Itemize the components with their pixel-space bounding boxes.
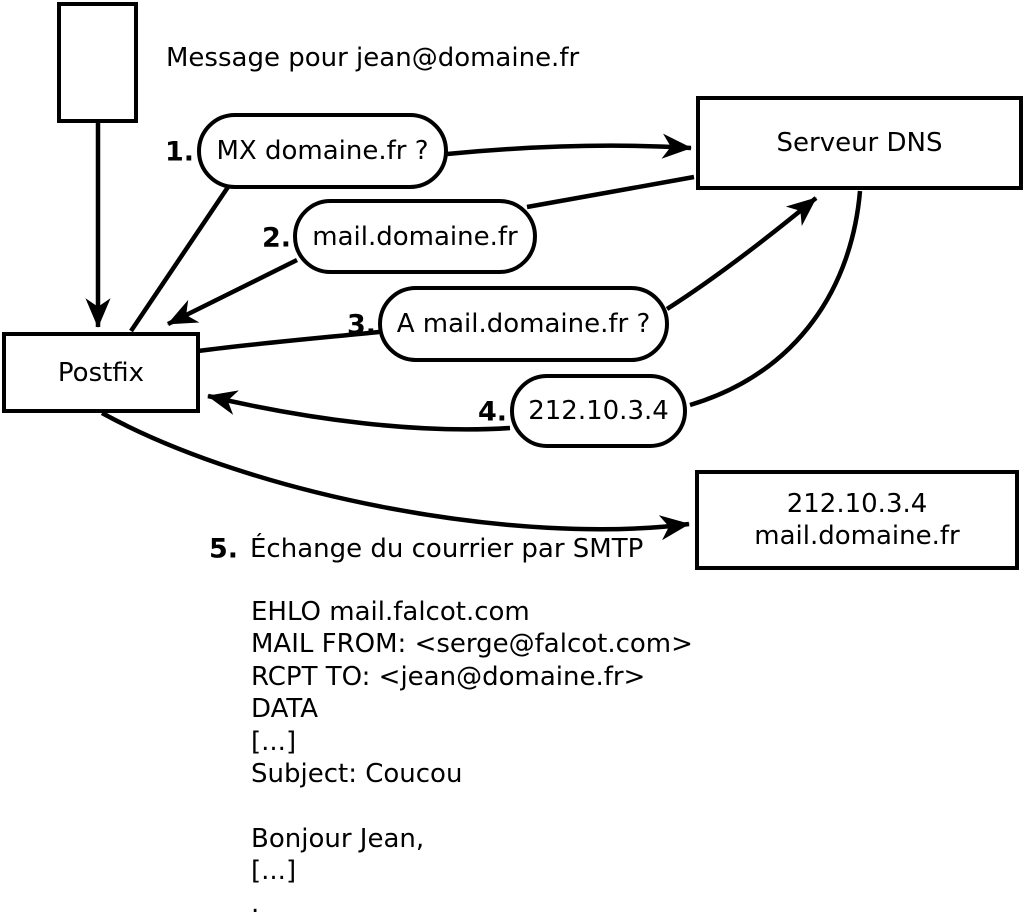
smtp-line-ehlo: EHLO mail.falcot.com	[251, 597, 530, 627]
pill-a-query-label: A mail.domaine.fr ?	[396, 309, 651, 339]
smtp-line-greeting: Bonjour Jean,	[251, 823, 425, 854]
line-dns-to-a-answer	[689, 190, 863, 408]
pill-a-answer-label: 212.10.3.4	[528, 396, 669, 426]
mail-server-hostname: mail.domaine.fr	[754, 521, 960, 551]
pill-mx-query: MX domaine.fr ?	[197, 113, 448, 189]
smtp-line-end-dot: .	[251, 888, 260, 919]
pill-a-answer: 212.10.3.4	[510, 374, 687, 448]
postfix-node: Postfix	[2, 332, 200, 413]
pill-a-query: A mail.domaine.fr ?	[378, 286, 669, 362]
line-postfix-to-a-query	[197, 329, 380, 354]
arrow-a-query-to-dns	[665, 196, 818, 311]
dns-server-node: Serveur DNS	[696, 96, 1023, 190]
smtp-line-mail-from: MAIL FROM: <serge@falcot.com>	[251, 629, 693, 660]
pill-mx-query-label: MX domaine.fr ?	[216, 136, 429, 166]
line-dns-to-mx-answer	[526, 174, 695, 210]
message-envelope-box	[57, 2, 138, 123]
smtp-session-transcript: EHLO mail.falcot.com MAIL FROM: <serge@f…	[251, 596, 693, 919]
line-postfix-to-mx-query	[129, 185, 230, 333]
step-number-4: 4.	[477, 396, 507, 428]
smtp-line-subject: Subject: Coucou	[251, 759, 463, 790]
smtp-line-ellipsis-2: [...]	[251, 856, 297, 887]
message-for-jean-label: Message pour jean@domaine.fr	[166, 43, 580, 73]
pill-mx-answer-label: mail.domaine.fr	[312, 221, 518, 252]
smtp-line-data: DATA	[251, 694, 318, 725]
smtp-line-rcpt-to: RCPT TO: <jean@domaine.fr>	[251, 661, 646, 692]
smtp-line-ellipsis-1: [...]	[251, 726, 297, 757]
arrow-postfix-to-mailserver	[100, 411, 690, 541]
mail-server-ip: 212.10.3.4	[786, 489, 928, 519]
step-number-3: 3.	[346, 309, 376, 341]
step-number-5: 5.	[208, 533, 238, 565]
smtp-line-blank	[251, 790, 693, 822]
arrow-mx-answer-to-postfix	[167, 257, 298, 327]
arrow-a-answer-to-postfix	[207, 390, 511, 432]
postfix-label: Postfix	[57, 357, 145, 388]
mail-server-node: 212.10.3.4 mail.domaine.fr	[695, 470, 1019, 570]
step-number-2: 2.	[261, 222, 291, 254]
dns-server-label: Serveur DNS	[776, 128, 943, 158]
smtp-exchange-label: Échange du courrier par SMTP	[250, 534, 644, 564]
step-number-1: 1.	[164, 136, 194, 168]
pill-mx-answer: mail.domaine.fr	[293, 199, 537, 274]
arrow-mx-query-to-dns	[446, 133, 692, 159]
